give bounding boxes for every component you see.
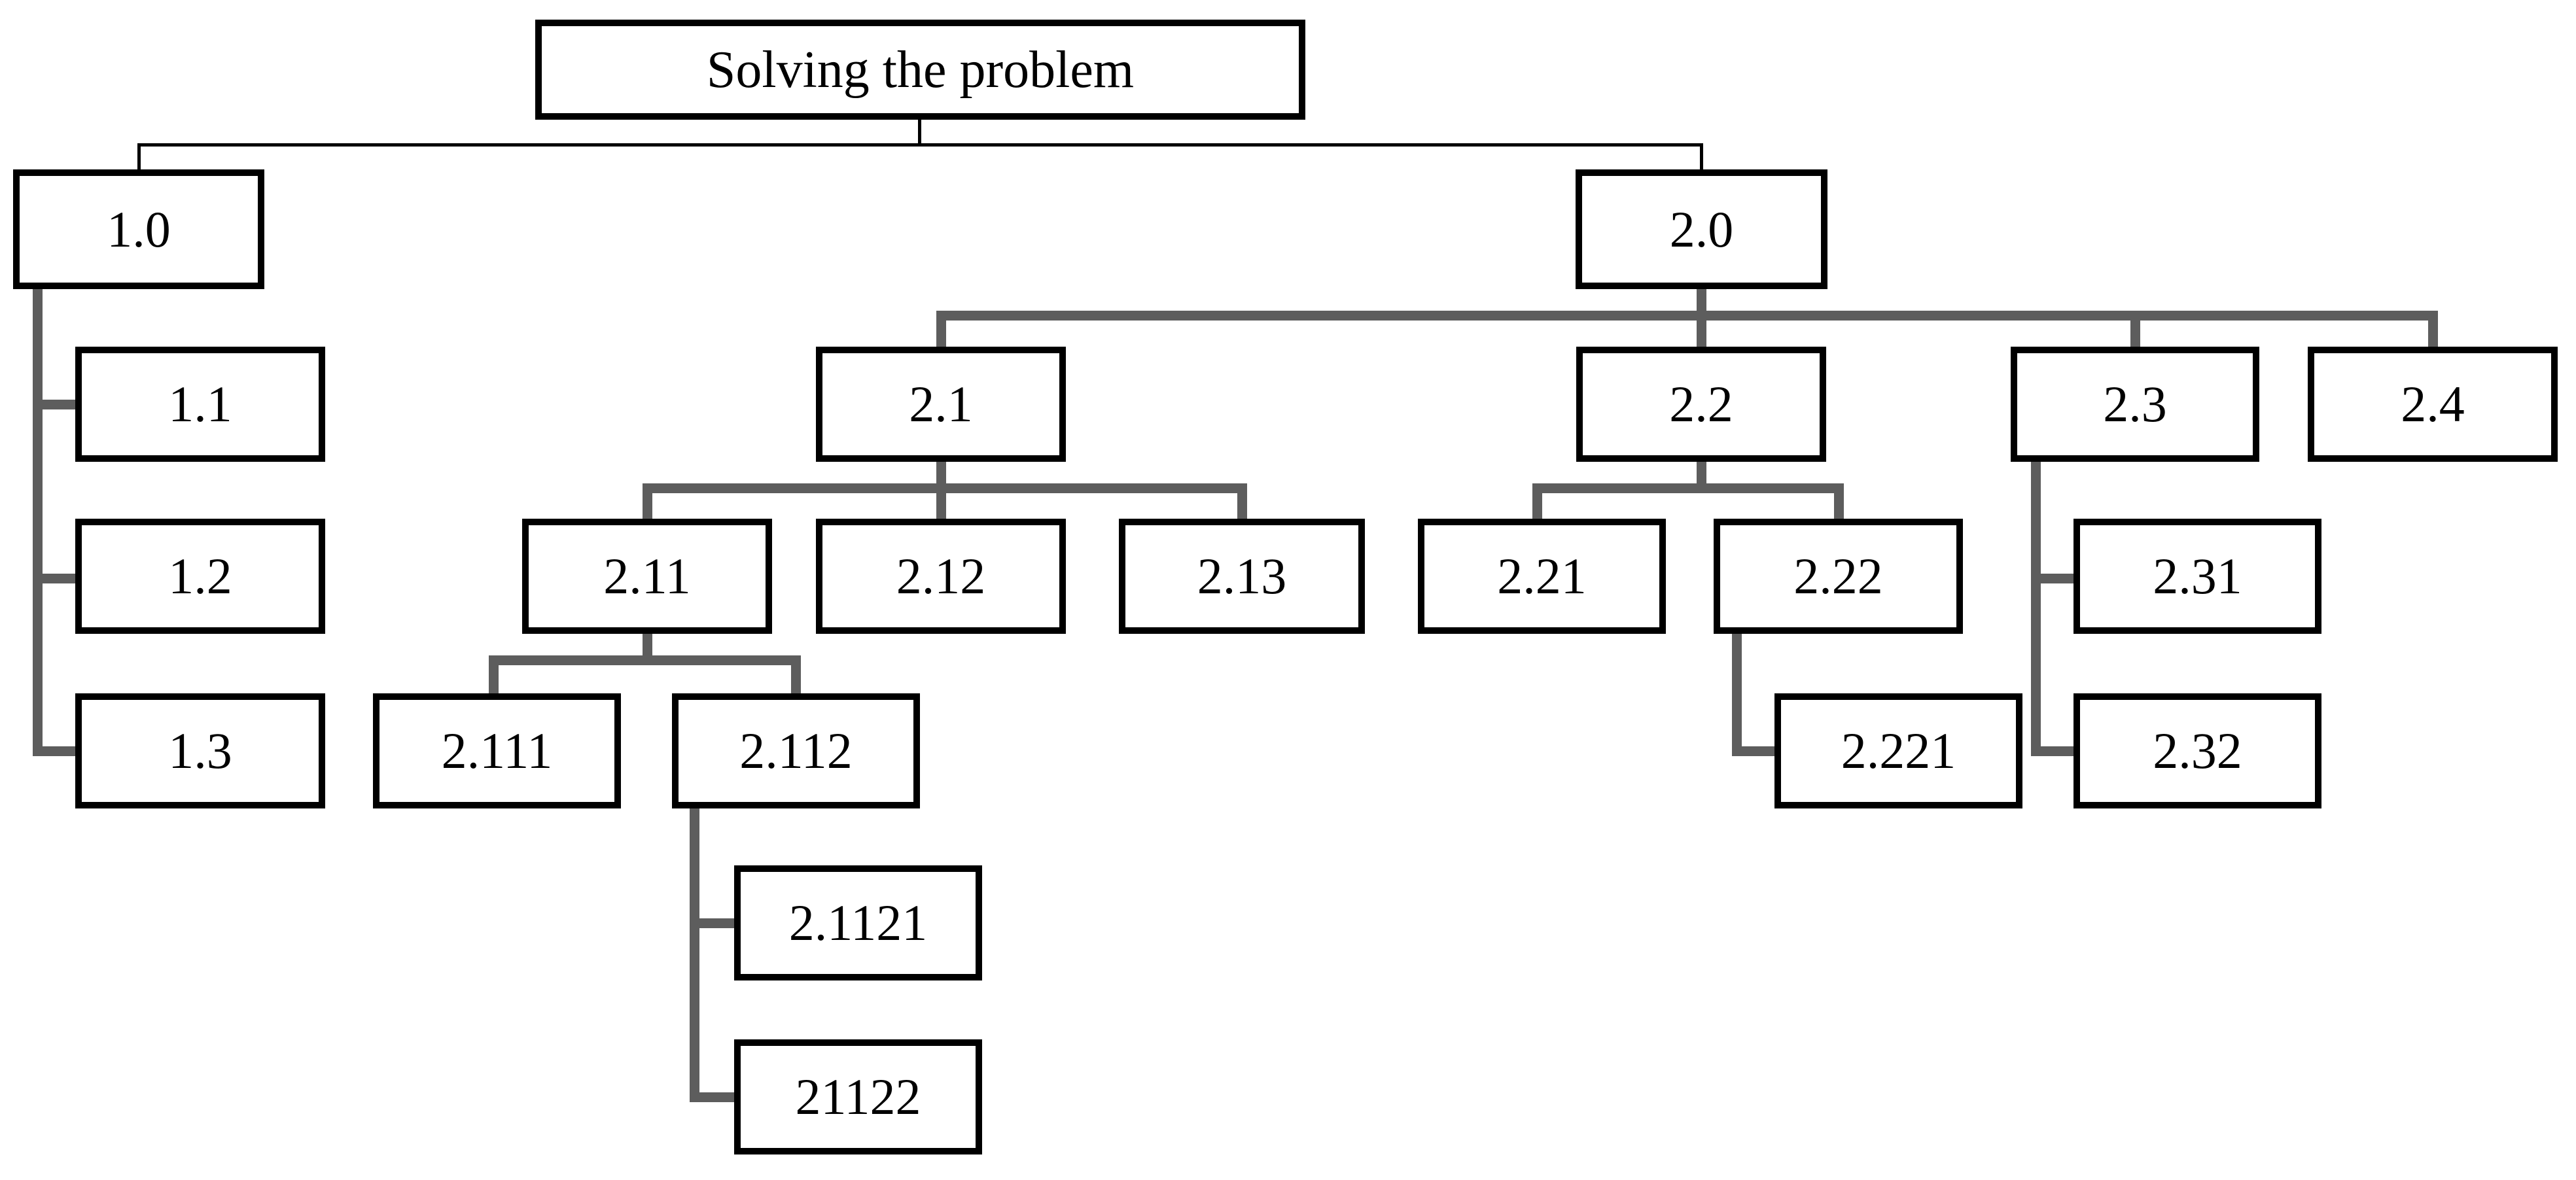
connector-line	[643, 493, 652, 521]
connector-line	[690, 918, 737, 928]
connector-line	[936, 311, 2438, 321]
connector-line	[137, 143, 1703, 147]
node-2-12: 2.12	[816, 519, 1066, 634]
node-1-0: 1.0	[13, 169, 264, 289]
connector-line	[2031, 460, 2041, 756]
connector-line	[489, 665, 499, 695]
connector-line	[1732, 633, 1742, 756]
node-2-111: 2.111	[373, 693, 621, 808]
connector-line	[2130, 319, 2140, 350]
node-2-112: 2.112	[672, 693, 920, 808]
connector-line	[1834, 493, 1844, 521]
node-1-3: 1.3	[75, 693, 325, 808]
connector-line	[918, 120, 921, 146]
node-2-221: 2.221	[1774, 693, 2022, 808]
node-2-3: 2.3	[2011, 347, 2259, 462]
connector-line	[489, 655, 801, 665]
connector-line	[936, 319, 946, 350]
connector-line	[1732, 746, 1778, 756]
connector-line	[791, 665, 801, 695]
connector-line	[690, 807, 699, 1102]
node-2-0: 2.0	[1576, 169, 1827, 289]
node-2-4: 2.4	[2308, 347, 2558, 462]
node-2-1121: 2.1121	[734, 865, 982, 980]
connector-line	[1532, 493, 1542, 521]
node-2-21: 2.21	[1418, 519, 1666, 634]
connector-line	[1532, 483, 1844, 493]
connector-line	[33, 574, 79, 583]
connector-line	[33, 288, 43, 756]
connector-line	[2031, 746, 2077, 756]
connector-line	[137, 143, 141, 173]
connector-line	[1237, 493, 1247, 521]
root-node: Solving the problem	[535, 20, 1305, 120]
node-21122: 21122	[734, 1039, 982, 1154]
node-2-32: 2.32	[2073, 693, 2321, 808]
node-2-1: 2.1	[816, 347, 1066, 462]
node-2-2: 2.2	[1576, 347, 1826, 462]
connector-line	[643, 483, 1247, 493]
node-2-31: 2.31	[2073, 519, 2321, 634]
node-1-2: 1.2	[75, 519, 325, 634]
connector-line	[2031, 574, 2077, 583]
connector-line	[33, 746, 79, 756]
node-2-11: 2.11	[522, 519, 772, 634]
connector-line	[690, 1092, 737, 1102]
connector-line	[1700, 143, 1703, 173]
connector-line	[2428, 319, 2438, 350]
node-2-22: 2.22	[1714, 519, 1963, 634]
node-2-13: 2.13	[1119, 519, 1365, 634]
connector-line	[33, 400, 79, 409]
connector-line	[936, 493, 946, 521]
node-1-1: 1.1	[75, 347, 325, 462]
